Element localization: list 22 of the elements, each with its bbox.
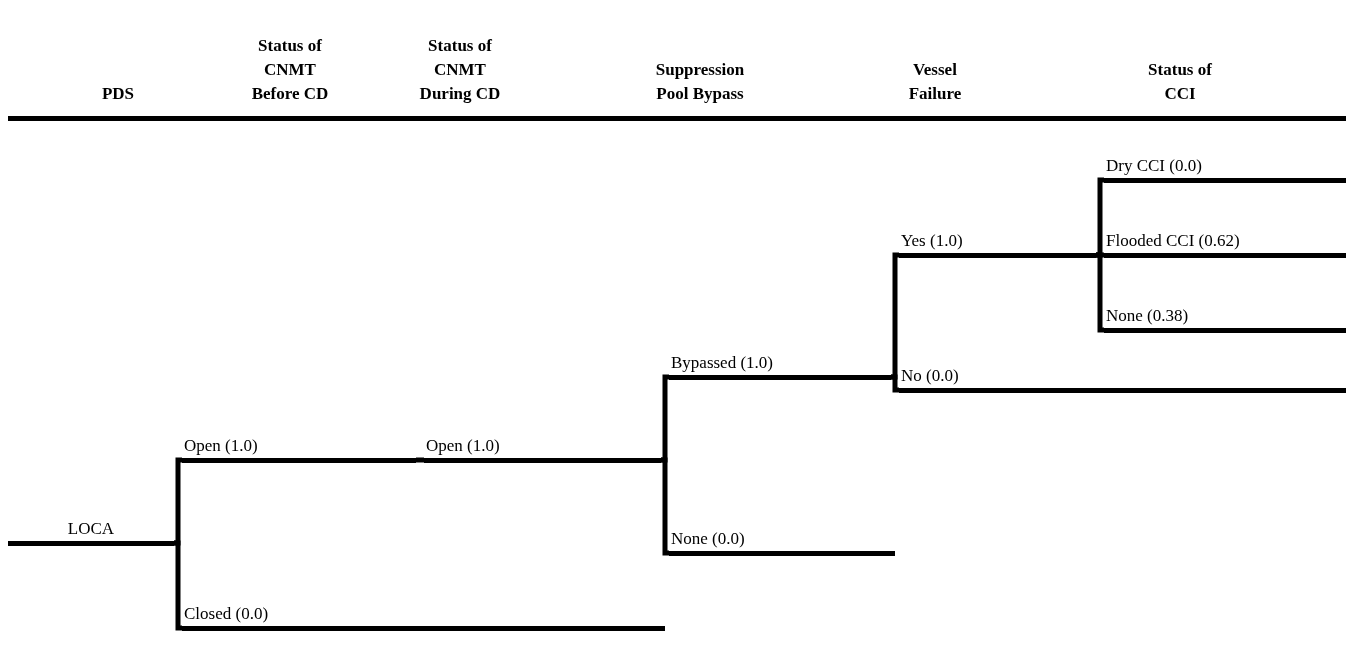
tree-branch: None (0.0) [669, 525, 895, 556]
tree-branch: Open (1.0) [424, 432, 661, 463]
branch-connector [891, 374, 899, 393]
branch-connector [174, 540, 182, 631]
column-header: Vessel Failure [907, 59, 963, 105]
tree-branch: Dry CCI (0.0) [1104, 152, 1346, 183]
tree-branch: None (0.38) [1104, 302, 1346, 333]
branch-connector [661, 457, 669, 556]
tree-branch: Flooded CCI (0.62) [1104, 227, 1346, 258]
tree-branch: Open (1.0) [182, 432, 416, 463]
column-header: Status of CCI [1148, 59, 1212, 105]
column-header: PDS [100, 83, 136, 105]
tree-branch: LOCA [8, 515, 174, 546]
branch-connector [416, 457, 424, 463]
column-header: Status of CNMT During CD [418, 35, 502, 105]
tree-branch: Closed (0.0) [182, 600, 665, 631]
tree-branch: Yes (1.0) [899, 227, 1096, 258]
tree-branch: Bypassed (1.0) [669, 349, 891, 380]
tree-branch: No (0.0) [899, 362, 1346, 393]
branch-connector [1096, 252, 1104, 333]
column-header: Status of CNMT Before CD [250, 35, 330, 105]
column-header: Suppression Pool Bypass [654, 59, 746, 105]
